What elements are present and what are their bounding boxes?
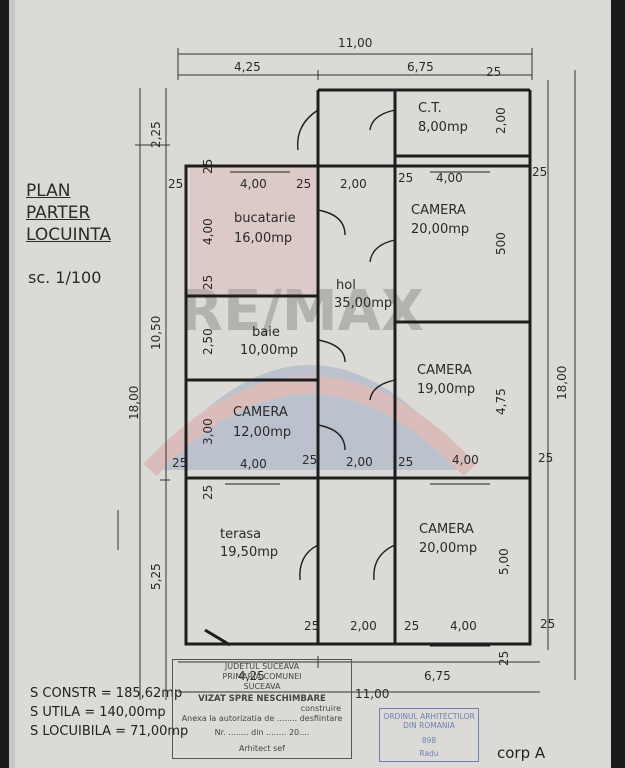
dim-25-j: 25 (398, 455, 413, 469)
title-line-2: PARTER (26, 203, 91, 223)
dim-25-o: 25 (540, 617, 555, 631)
architects-seal: ORDINUL ARHITECTILOR DIN ROMANIA 898 Rad… (379, 708, 479, 762)
total-locuibila: S LOCUIBILA = 71,00mp (30, 724, 189, 739)
title-line-1: PLAN (26, 181, 71, 201)
dim-room3-w: 4,00 (240, 457, 267, 471)
room-camera3-area: 12,00mp (233, 425, 291, 440)
stamp-line-8: Arhitect sef (239, 744, 285, 753)
dim-right-total: 18,00 (555, 366, 569, 400)
dim-25-l: 25 (201, 485, 215, 500)
dim-top-total: 11,00 (338, 36, 372, 50)
room-bath-area: 10,00mp (240, 343, 298, 358)
dim-25-e: 25 (201, 159, 215, 174)
dim-25-m: 25 (304, 619, 319, 633)
room-camera3-name: CAMERA (233, 405, 288, 420)
dim-bottom-total: 11,00 (355, 687, 389, 701)
dim-left-top: 2,25 (149, 121, 163, 148)
room-camera4-area: 20,00mp (419, 541, 477, 556)
seal-line-2: DIN ROMANIA (403, 721, 455, 730)
stamp-line-3: SUCEAVA (243, 682, 281, 691)
stamp-line-5: construire (300, 704, 341, 713)
title-line-3: LOCUINTA (26, 225, 111, 245)
plan-scale: sc. 1/100 (28, 268, 102, 287)
dim-25-p: 25 (497, 651, 511, 666)
dimension-lines (117, 48, 576, 700)
dim-left-bot: 5,25 (149, 563, 163, 590)
seal-line-1: ORDINUL ARHITECTILOR (383, 712, 475, 721)
total-utila: S UTILA = 140,00mp (30, 705, 166, 720)
room-bath-name: baie (252, 325, 280, 340)
dim-25-f: 25 (486, 65, 501, 79)
dim-hall-w2: 2,00 (346, 455, 373, 469)
stamp-line-4: VIZAT SPRE NESCHIMBARE (198, 694, 326, 704)
walls (184, 88, 532, 647)
room-ct-area: 8,00mp (418, 120, 468, 135)
dim-25-k: 25 (538, 451, 553, 465)
plan-title: PLAN PARTER LOCUINTA (26, 180, 111, 246)
dim-room3-h: 3,00 (201, 418, 215, 445)
stamp-line-2: PRIMARIA COMUNEI (222, 672, 302, 681)
dim-25-a: 25 (296, 177, 311, 191)
room-camera2-name: CAMERA (417, 363, 472, 378)
room-camera2-area: 19,00mp (417, 382, 475, 397)
approval-stamp: JUDETUL SUCEAVA PRIMARIA COMUNEI SUCEAVA… (172, 659, 352, 759)
windows (225, 171, 490, 647)
dim-room4-h: 5,00 (497, 548, 511, 575)
corp-label: corp A (497, 744, 546, 762)
dim-25-g: 25 (201, 275, 215, 290)
paper-edge (9, 0, 15, 768)
room-kitchen-name: bucatarie (234, 211, 296, 226)
dim-25-d: 25 (168, 177, 183, 191)
area-totals: S CONSTR = 185,62mp S UTILA = 140,00mp S… (30, 684, 188, 741)
dim-left-mid: 10,50 (149, 316, 163, 350)
dim-top-left: 4,25 (234, 60, 261, 74)
dim-room4-w: 4,00 (450, 619, 477, 633)
dim-room1-h: 500 (494, 232, 508, 255)
dim-bath-h: 2,50 (201, 328, 215, 355)
kitchen-tint (190, 166, 320, 296)
room-hall-area: 35,00mp (334, 296, 392, 311)
room-camera1-area: 20,00mp (411, 222, 469, 237)
dim-top-right: 6,75 (407, 60, 434, 74)
dim-left-total: 18,00 (127, 386, 141, 420)
dim-room2-w: 4,00 (452, 453, 479, 467)
doors (296, 109, 396, 581)
dim-25-n: 25 (404, 619, 419, 633)
remax-watermark: RE/MAX (143, 279, 477, 477)
dim-room1-w: 4,00 (436, 171, 463, 185)
dim-kitchen-w: 4,00 (240, 177, 267, 191)
room-ct-name: C.T. (418, 101, 442, 116)
dim-kitchen-h: 4,00 (201, 218, 215, 245)
stamp-line-7: Nr. ........ din ........ 20.... (214, 728, 310, 737)
dim-room2-h: 4,75 (494, 388, 508, 415)
total-constr: S CONSTR = 185,62mp (30, 686, 183, 701)
dim-bottom-left: 4,25 (238, 669, 265, 683)
dim-25-b: 25 (398, 171, 413, 185)
room-kitchen-area: 16,00mp (234, 231, 292, 246)
paper-sheet (9, 0, 611, 768)
dim-ct-height: 2,00 (494, 107, 508, 134)
dim-25-i: 25 (302, 453, 317, 467)
dim-hall-w3: 2,00 (350, 619, 377, 633)
stamp-line-1: JUDETUL SUCEAVA (224, 662, 300, 671)
seal-line-3: 898 (421, 736, 437, 745)
room-camera1-name: CAMERA (411, 203, 466, 218)
room-hall-name: hol (336, 278, 356, 293)
room-terrace-name: terasa (220, 527, 261, 542)
watermark-text: RE/MAX (180, 279, 424, 344)
dim-25-c: 25 (532, 165, 547, 179)
room-terrace-area: 19,50mp (220, 545, 278, 560)
room-camera4-name: CAMERA (419, 522, 474, 537)
stamp-line-6: Anexa la autorizatia de ........ desfiin… (181, 714, 343, 723)
dim-bottom-right: 6,75 (424, 669, 451, 683)
dim-25-h: 25 (172, 456, 187, 470)
seal-line-4: Radu (419, 749, 439, 758)
dim-hall-w: 2,00 (340, 177, 367, 191)
